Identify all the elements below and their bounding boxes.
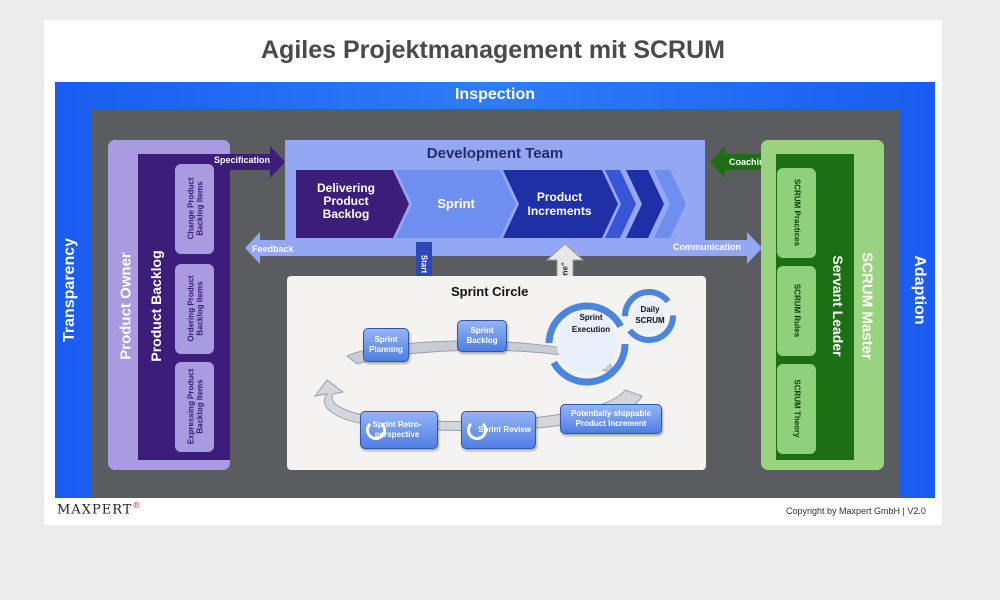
maxpert-logo: MAXPERT®	[57, 501, 141, 517]
sprint-circle-title: Sprint Circle	[451, 284, 529, 299]
scrum-rules-label: SCRUM Rules	[792, 283, 802, 338]
chevron-small-2	[626, 170, 664, 238]
copyright-text: Copyright by Maxpert GmbH | V2.0	[786, 506, 926, 516]
specification-arrow	[214, 146, 285, 178]
sprint-chevron-label: Sprint	[437, 196, 475, 211]
daily-scrum-label: Daily SCRUM	[635, 305, 665, 325]
scrum-master-label: SCRUM Master	[858, 252, 876, 360]
communication-label: Communication	[673, 242, 742, 252]
communication-arrow	[430, 232, 762, 264]
delivering-backlog-label: Delivering Product Backlog	[316, 181, 376, 221]
sprint-backlog-box: Sprint Backlog	[457, 320, 507, 352]
execution-ring	[545, 302, 629, 386]
scrum-theory-item: SCRUM Theory	[777, 364, 816, 454]
product-increments-label: Product Increments	[527, 190, 592, 218]
page-title: Agiles Projektmanagement mit SCRUM	[261, 36, 725, 64]
shippable-increment-box: Potentially shippable Product Increment	[560, 404, 662, 434]
review-cycle-icon	[467, 420, 487, 440]
chevron-small-1	[605, 170, 636, 238]
retro-cycle-icon	[366, 420, 386, 440]
feedback-label: Feedback	[252, 244, 294, 254]
execution-core	[557, 314, 617, 374]
daily-ring	[622, 289, 676, 343]
coaching-label: Coaching	[729, 157, 771, 167]
scrum-practices-item: SCRUM Practices	[777, 168, 816, 258]
scrum-rules-item: SCRUM Rules	[777, 266, 816, 356]
change-backlog-item: Change Product Backlog Items	[175, 164, 214, 254]
servant-leader-label: Servant Leader	[830, 255, 846, 357]
dev-chevrons	[296, 170, 686, 238]
logo-text: MAXPERT	[57, 502, 133, 518]
ordering-backlog-item: Ordering Product Backlog Items	[175, 264, 214, 354]
chevron-delivering	[296, 170, 409, 238]
expressing-backlog-item: Expressing Product Backlog Items	[175, 362, 214, 452]
daily-core	[633, 300, 665, 332]
inspection-label: Inspection	[454, 86, 535, 103]
start-label: Start	[419, 254, 429, 274]
sprint-execution-label: Sprint Execution	[571, 313, 611, 334]
sprint-planning-box: Sprint Planning	[363, 328, 409, 362]
chevron-sprint	[396, 170, 516, 238]
specification-label: Specification	[214, 155, 271, 165]
development-team-label: Development Team	[426, 145, 564, 162]
logo-registered-mark: ®	[132, 501, 142, 510]
scrum-theory-label: SCRUM Theory	[792, 379, 802, 438]
scrum-practices-label: SCRUM Practices	[792, 178, 802, 247]
chevron-small-3	[654, 170, 686, 238]
chevron-increments	[503, 170, 618, 238]
